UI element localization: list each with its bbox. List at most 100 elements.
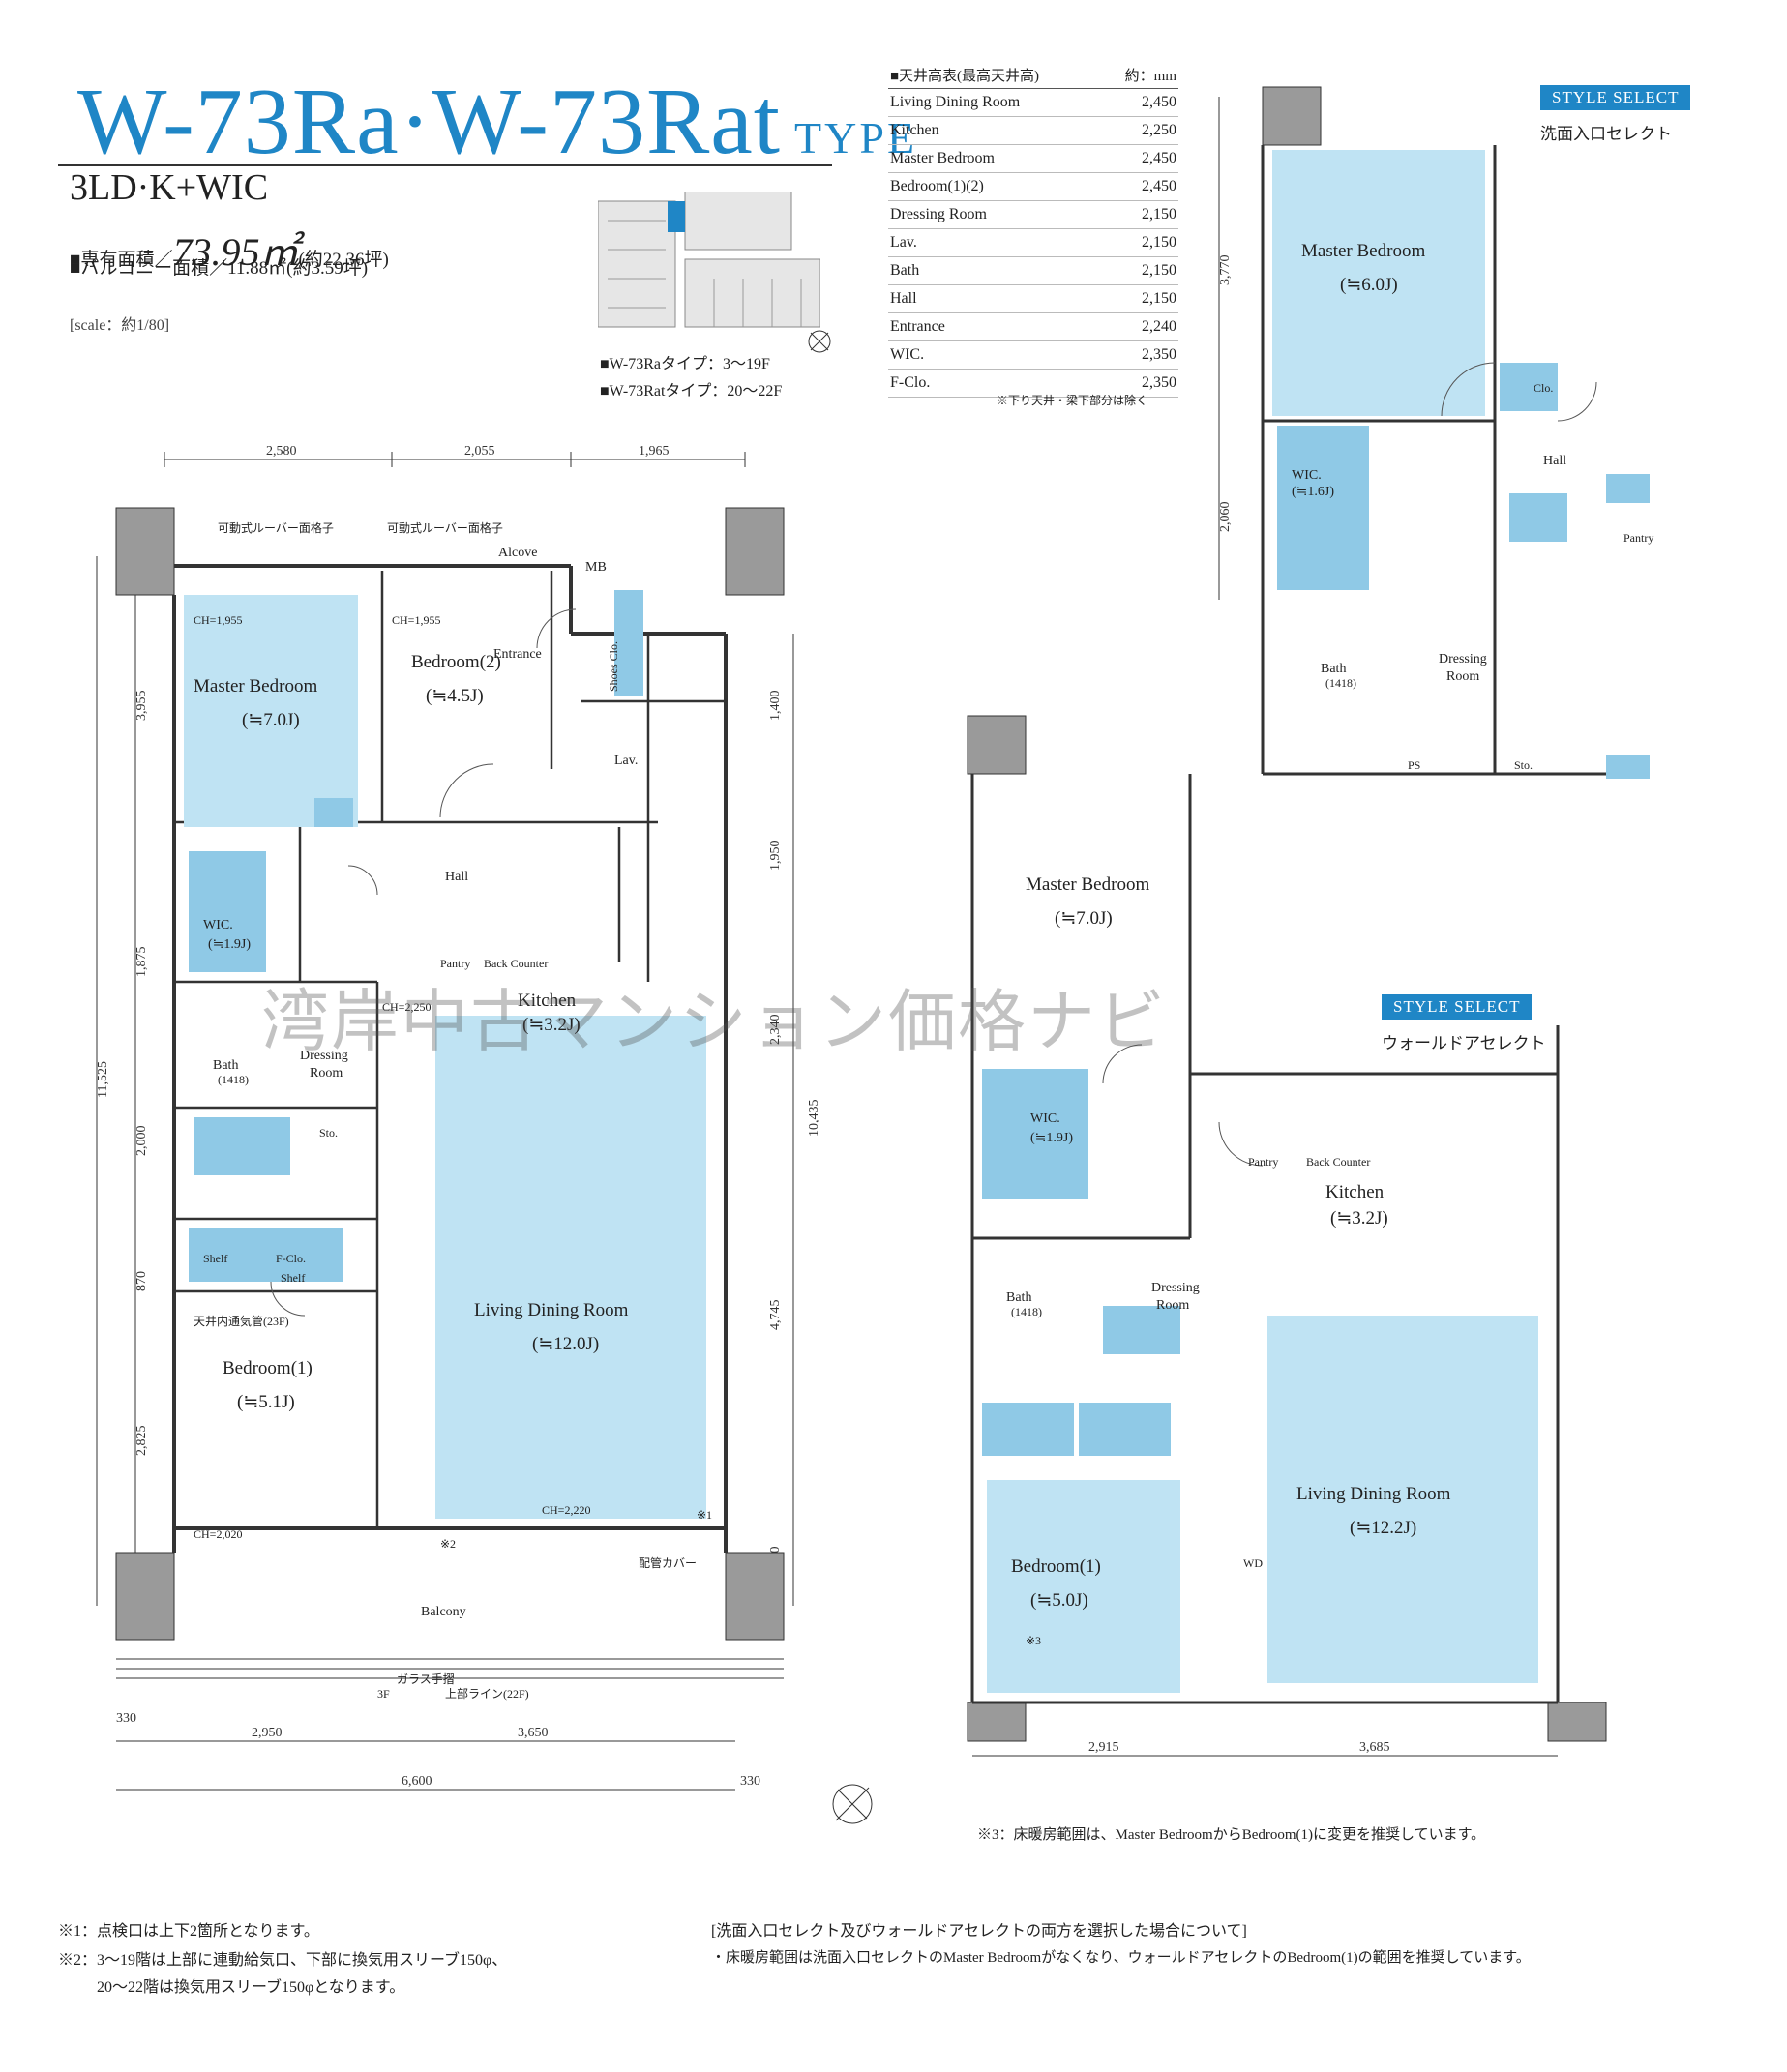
style-select-plan-1: 3,770 2,060 Master Bedroom (≒6.0J) WIC. … — [1218, 86, 1653, 779]
ch-label-1: CH=1,955 — [194, 613, 242, 627]
ch-label-3: CH=2,250 — [382, 1000, 431, 1014]
ceiling-note: ※下り天井・梁下部分は除く — [997, 394, 1148, 407]
ss1-room-bath: Bath — [1321, 662, 1346, 676]
scale-label: [scale：約1/80] — [70, 317, 170, 334]
ss1-room-bath-size: (1418) — [1325, 676, 1356, 690]
room-back-counter: Back Counter — [484, 957, 548, 970]
room-wic-size: (≒1.9J) — [208, 937, 251, 952]
private-area: ■専有面積／73.95㎡(約22.36坪) — [70, 230, 389, 274]
ss1-room-hall: Hall — [1543, 454, 1566, 468]
style-select-subtitle-1: 洗面入口セレクト — [1540, 125, 1672, 143]
ch-label-5: CH=2,020 — [194, 1527, 242, 1541]
room-pantry: Pantry — [440, 957, 470, 970]
room-bedroom1: Bedroom(1) — [223, 1358, 313, 1378]
ss1-room-master-bedroom: Master Bedroom — [1301, 241, 1425, 261]
ss2-room-master-bedroom: Master Bedroom — [1026, 874, 1149, 895]
dim-bottom-1: 3,650 — [518, 1726, 549, 1740]
dim-top-1: 2,055 — [464, 444, 495, 459]
vent-note-label: 天井内通気管(23F) — [194, 1314, 289, 1328]
room-balcony: Balcony — [421, 1605, 466, 1619]
room-bedroom2-size: (≒4.5J) — [426, 686, 484, 706]
room-kitchen: Kitchen — [518, 991, 577, 1011]
room-bedroom1-size: (≒5.1J) — [237, 1392, 295, 1412]
footnote-2a: ※2：3～19階は上部に連動給気口、下部に換気用スリーブ150φ、 — [58, 1952, 508, 1968]
room-lav: Lav. — [614, 754, 638, 768]
footnote-1: ※1：点検口は上下2箇所となります。 — [58, 1923, 319, 1939]
room-kitchen-size: (≒3.2J) — [522, 1015, 581, 1035]
ss1-room-wic-size: (≒1.6J) — [1292, 485, 1334, 499]
ss2-room-bedroom1-size: (≒5.0J) — [1030, 1590, 1088, 1611]
room-living-size: (≒12.0J) — [532, 1334, 599, 1354]
table-row: Bedroom(1)(2)2,450 — [888, 172, 1178, 201]
style-select-badge-1: STYLE SELECT — [1540, 85, 1691, 110]
room-dressing-2: Room — [310, 1066, 343, 1080]
room-wic: WIC. — [203, 918, 233, 932]
ss2-dim-bottom-0: 2,915 — [1088, 1740, 1119, 1755]
ss1-master-floor — [1272, 150, 1485, 416]
ss2-dim-bottom-1: 3,685 — [1359, 1740, 1390, 1755]
room-f-clo: F-Clo. — [276, 1252, 306, 1265]
main-floor-plan: 2,580 2,055 1,965 3,955 1,875 2,000 870 … — [96, 444, 821, 1791]
note3: ※3：床暖房範囲は、Master BedroomからBedroom(1)に変更を… — [977, 1827, 1486, 1843]
pipe-cover-label: 配管カバー — [639, 1555, 697, 1570]
dim-left-3: 870 — [134, 1271, 149, 1291]
ss2-room-bedroom1: Bedroom(1) — [1011, 1556, 1101, 1577]
room-bath: Bath — [213, 1058, 238, 1073]
note1-mark: ※1 — [697, 1508, 712, 1522]
ss2-room-back-counter: Back Counter — [1306, 1155, 1370, 1169]
both-select-title: [洗面入口セレクト及びウォールドアセレクトの両方を選択した場合について] — [711, 1923, 1247, 1939]
north-arrow-icon — [808, 330, 831, 353]
dim-right-0: 1,400 — [768, 691, 783, 722]
louver-label-1: 可動式ルーバー面格子 — [218, 520, 334, 535]
room-alcove: Alcove — [498, 546, 537, 560]
table-header: ■天井高表(最高天井高) 約：mm — [888, 62, 1178, 89]
table-row: Lav.2,150 — [888, 228, 1178, 257]
dim-right-1: 1,950 — [768, 841, 783, 872]
ss1-dim-1: 2,060 — [1218, 502, 1233, 533]
dim-bottom-total: 6,600 — [402, 1774, 432, 1789]
ss1-room-sto: Sto. — [1514, 758, 1533, 772]
line-3f-label: 3F — [377, 1687, 390, 1701]
note2-mark: ※2 — [440, 1537, 456, 1551]
ss2-room-wic: WIC. — [1030, 1111, 1060, 1126]
dim-edge-left: 330 — [116, 1711, 136, 1726]
ss2-living-floor — [1267, 1316, 1538, 1683]
dim-right-2: 2,340 — [768, 1015, 783, 1046]
room-bath-size: (1418) — [218, 1073, 249, 1086]
room-living: Living Dining Room — [474, 1300, 629, 1320]
dim-left-0: 3,955 — [134, 691, 149, 722]
ss1-room-pantry: Pantry — [1623, 531, 1653, 545]
both-select-body: ・床暖房範囲は洗面入口セレクトのMaster Bedroomがなくなり、ウォール… — [711, 1950, 1531, 1966]
upper-line-label: 上部ライン(22F) — [445, 1686, 529, 1701]
ss2-room-bath-size: (1418) — [1011, 1305, 1042, 1318]
living-floor — [435, 1016, 706, 1519]
ss2-room-living-size: (≒12.2J) — [1350, 1518, 1416, 1538]
room-master-bedroom-size: (≒7.0J) — [242, 710, 300, 730]
ss1-room-ps: PS — [1408, 758, 1420, 772]
ss2-room-kitchen: Kitchen — [1325, 1182, 1385, 1202]
dim-left-2: 2,000 — [134, 1126, 149, 1157]
ss2-bedroom-floor — [987, 1480, 1180, 1693]
table-row: WIC.2,350 — [888, 340, 1178, 370]
title-divider — [58, 164, 832, 166]
ss1-room-dressing-2: Room — [1446, 669, 1479, 684]
style-select-badge-2: STYLE SELECT — [1382, 994, 1533, 1020]
balcony-area: ■バルコニー面積／11.88㎡(約3.59坪) — [70, 258, 369, 279]
dim-left-4: 2,825 — [134, 1426, 149, 1457]
ss2-room-wd: WD — [1243, 1556, 1263, 1570]
compass-icon — [832, 1784, 873, 1824]
style-select-subtitle-2: ウォールドアセレクト — [1382, 1034, 1546, 1052]
ss1-room-master-bedroom-size: (≒6.0J) — [1340, 275, 1398, 295]
dim-left-1: 1,875 — [134, 947, 149, 978]
room-shelf-1: Shelf — [203, 1252, 227, 1265]
layout-code: 3LD·K+WIC — [70, 167, 269, 208]
room-shelf-2: Shelf — [281, 1271, 305, 1285]
dim-top-2: 1,965 — [639, 444, 670, 459]
ss2-room-bath: Bath — [1006, 1290, 1031, 1305]
ss1-room-clo: Clo. — [1534, 381, 1553, 395]
